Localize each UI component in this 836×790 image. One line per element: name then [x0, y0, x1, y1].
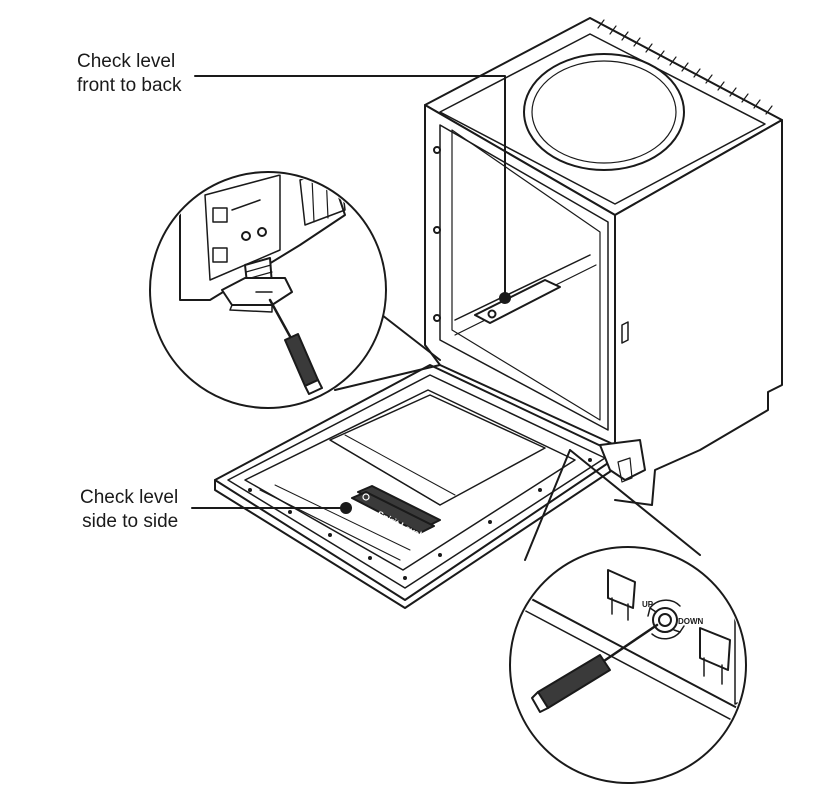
side-to-side-marker: [340, 502, 352, 514]
rail-spirit-level: [474, 279, 561, 324]
front-to-back-label: Check level front to back: [77, 50, 182, 98]
down-label: DOWN: [678, 617, 704, 626]
front-to-back-line2: front to back: [77, 75, 182, 96]
side-to-side-line1: Check level: [80, 487, 179, 508]
front-to-back-marker: [499, 292, 511, 304]
dishwasher-tub: [424, 17, 783, 506]
door-rivets: [248, 458, 592, 580]
top-vent: [523, 53, 685, 171]
top-ribs: [597, 19, 773, 115]
side-to-side-label: Check level side to side: [80, 486, 178, 534]
door-spirit-level: [351, 485, 441, 534]
front-to-back-line1: Check level: [77, 51, 176, 72]
front-leveling-adjuster-detail: [509, 449, 747, 784]
front-to-back-leader: [194, 75, 506, 301]
dishwasher-door: [214, 364, 646, 609]
side-to-side-line2: side to side: [82, 511, 179, 532]
up-label: UP: [642, 600, 654, 609]
rear-leveling-leg-detail: [149, 171, 441, 409]
